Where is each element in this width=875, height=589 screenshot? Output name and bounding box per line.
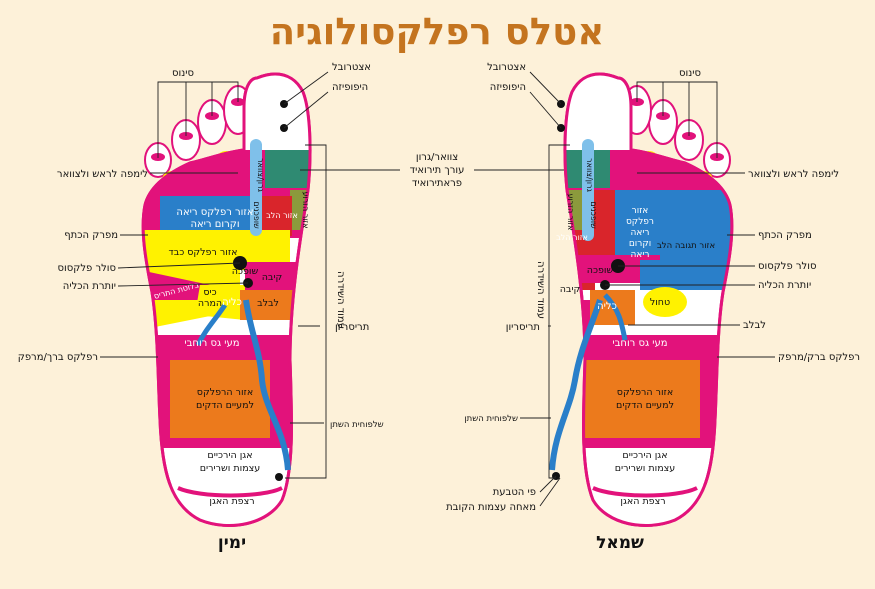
left-zone-neck: גרון/צוואר (585, 158, 594, 193)
left-label-pancreas: לבלב (743, 320, 766, 331)
left-zone-colon-up: שופכנים (589, 201, 598, 229)
right-zone-neck: גרון/צוואר (256, 158, 265, 193)
right-label-cerebellum: אצטרובל (332, 62, 371, 73)
left-zone-ureter: שופכה (587, 265, 614, 276)
right-label-spine: עמוד השידרה (335, 271, 346, 329)
right-heel-dot (275, 473, 283, 481)
right-zone-kidney: כליה (222, 297, 242, 308)
left-zone-arm: אזור הזרוע (566, 193, 575, 230)
right-label-adrenal: יותרת הכליה (63, 281, 116, 292)
right-label-sinus: סינוס (172, 68, 194, 79)
left-label-anus: פי הטבעת (493, 487, 536, 498)
right-zone-ureter: שופכה (232, 266, 259, 277)
left-zone-heart-reflex: אזור תגובה הלב (657, 241, 715, 251)
right-label-lymph: לימפה לראש ולצוואר (57, 169, 148, 180)
right-label-solar: סולר פלקסוס (58, 263, 116, 274)
left-label-spine: עמוד השידרה (535, 261, 546, 319)
left-zone-stomach: קיבה (560, 284, 581, 295)
right-label-duodenum: תריסריון (335, 322, 369, 333)
left-label-solar: סולר פלקסוס (758, 261, 816, 272)
left-label-pituitary: היפופיזה (490, 82, 526, 93)
left-zone-kidney: כליה (597, 301, 617, 312)
right-zone-arm: אזור הזרוע (301, 191, 310, 228)
right-label-pituitary: היפופיזה (332, 82, 368, 93)
right-zone-pancreas: לבלב (257, 298, 279, 309)
left-label-lymph: לימפה לראש ולצוואר (748, 169, 839, 180)
page-title: אטלס רפלקסולוגיה (270, 10, 605, 53)
right-side-label: ימין (218, 533, 246, 553)
left-label-shoulder: מפרק הכתף (758, 230, 812, 241)
right-zone-liver: אזור רפלקס כבד (169, 247, 238, 258)
left-label-duodenum: תריסריון (506, 322, 540, 333)
left-label-knee: רפלקס ברק/מרפק (778, 352, 860, 363)
left-zone-heart: אזור הלב (556, 233, 588, 242)
right-label-shoulder: מפרק הכתף (64, 230, 118, 241)
right-zone-colon-up: שופכנים (252, 201, 261, 229)
left-label-bladder: שלפוחית השתן (464, 414, 518, 424)
right-zone-stomach: קיבה (262, 272, 283, 283)
left-zone-transverse-colon: מעי גס רוחבי (612, 338, 667, 349)
left-zone-spleen: טחול (650, 297, 670, 308)
right-zone-heart: אזור הלב (266, 211, 298, 220)
left-label-cerebellum: אצטרובל (487, 62, 526, 73)
left-label-adrenal: יותרת הכליה (758, 280, 811, 291)
left-heel-floor: רצפת האגן (620, 496, 665, 507)
left-side-label: שמאל (596, 533, 644, 553)
right-label-bladder: שלפוחית השתן (330, 420, 384, 430)
left-label-sinus: סינוס (679, 68, 701, 79)
left-label-tailbone: מאחה עצמות הקובת (446, 502, 536, 513)
right-zone-transverse-colon: מעי גס רוחבי (184, 338, 239, 349)
right-label-knee: רפלקס ברך/מרפק (18, 352, 98, 363)
right-heel-floor: רצפת האגן (209, 496, 254, 507)
